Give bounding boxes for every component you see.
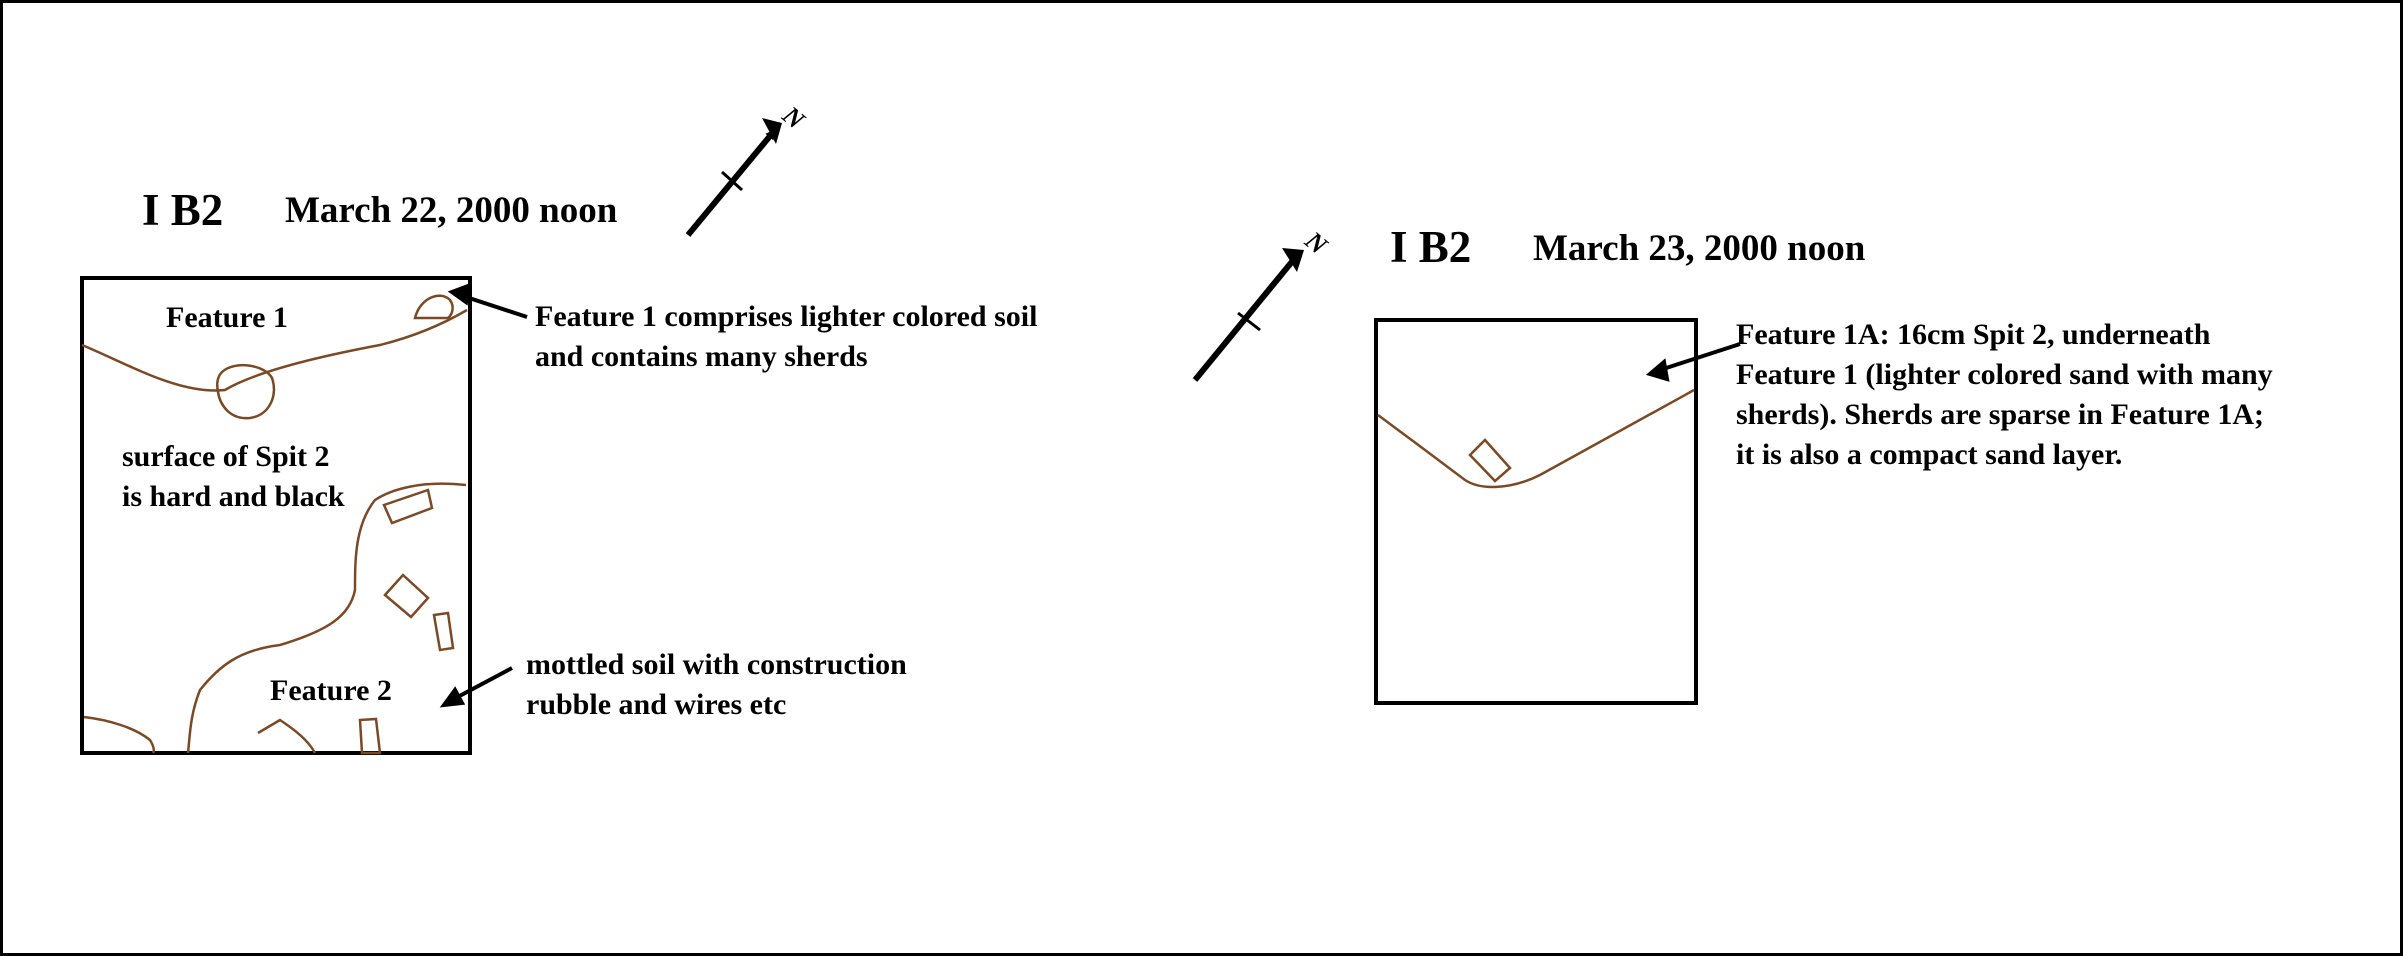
rubble-piece: [257, 718, 317, 754]
surface-note-line: is hard and black: [122, 480, 345, 513]
rubble-piece: [383, 573, 430, 619]
left-unit-title: I B2: [142, 185, 224, 235]
right-feature-outlines: [1377, 388, 1695, 489]
corner-sherd: [413, 294, 454, 320]
feature-1a-note: Feature 1A: 16cm Spit 2, underneath Feat…: [1736, 315, 2273, 475]
rubble-piece: [358, 717, 382, 755]
feature-1a-note-line: sherds). Sherds are sparse in Feature 1A…: [1736, 398, 2265, 431]
feature-2-note-line: mottled soil with construction: [526, 648, 907, 681]
left-feature-outlines: [81, 294, 468, 755]
right-unit-title: I B2: [1390, 222, 1472, 272]
feature-1-note-line: Feature 1 comprises lighter colored soil: [535, 300, 1038, 333]
feature-1-label: Feature 1: [166, 301, 288, 334]
feature-1a-note-line: Feature 1A: 16cm Spit 2, underneath: [1736, 318, 2211, 351]
sherd-piece: [1468, 438, 1512, 483]
north-label-left: N: [776, 100, 811, 136]
feature-1-note-line: and contains many sherds: [535, 340, 868, 373]
feature-1-boundary: [81, 308, 468, 392]
surface-note: surface of Spit 2 is hard and black: [122, 437, 345, 517]
north-arrow-right: N: [1192, 225, 1334, 382]
feature-2-label: Feature 2: [270, 674, 392, 707]
right-date: March 23, 2000 noon: [1533, 228, 1866, 269]
surface-note-line: surface of Spit 2: [122, 440, 330, 473]
feature-2-note-line: rubble and wires etc: [526, 688, 787, 721]
feature-2-note: mottled soil with construction rubble an…: [526, 645, 907, 725]
left-annotation-arrows: [439, 282, 528, 708]
left-date: March 22, 2000 noon: [285, 190, 618, 231]
feature-1-note: Feature 1 comprises lighter colored soil…: [535, 297, 1037, 377]
feature-1-blob: [215, 363, 276, 420]
feature-1a-note-line: it is also a compact sand layer.: [1736, 438, 2123, 471]
north-arrow-left: N: [685, 100, 811, 237]
feature-2-boundary: [186, 482, 467, 754]
left-excavation-unit-outline: [80, 276, 472, 755]
feature-1a-boundary: [1377, 388, 1695, 489]
right-annotation-arrow: [1645, 342, 1741, 382]
north-label-right: N: [1299, 225, 1334, 261]
lower-left-arc: [83, 715, 156, 754]
feature-1a-note-line: Feature 1 (lighter colored sand with man…: [1736, 358, 2273, 391]
rubble-piece: [432, 611, 455, 652]
rubble-piece: [382, 488, 434, 525]
right-excavation-unit-outline: [1374, 318, 1698, 705]
